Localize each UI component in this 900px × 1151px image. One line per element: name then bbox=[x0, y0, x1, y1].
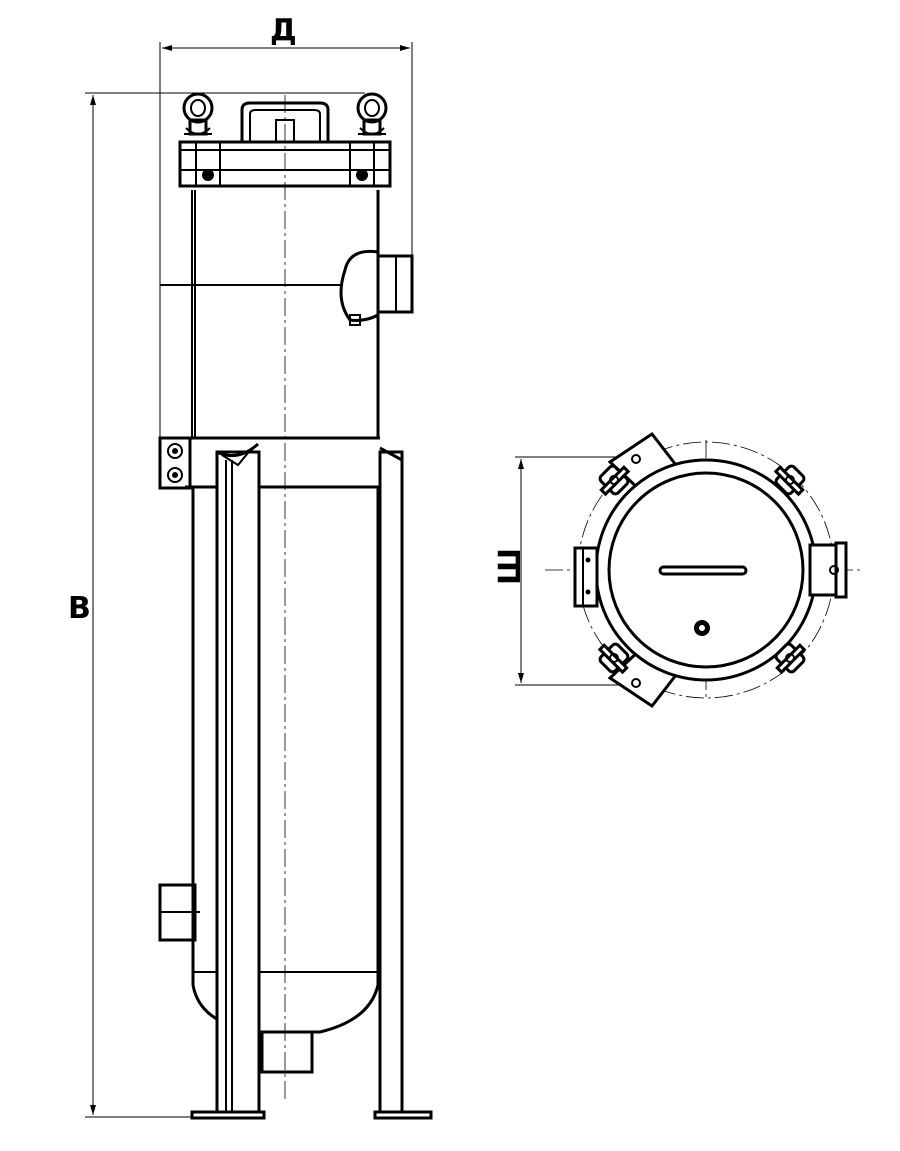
lid-plate bbox=[607, 471, 805, 669]
eye-bolt-right bbox=[356, 92, 388, 136]
swing-bolt-se bbox=[774, 642, 807, 675]
outlet-nozzle-top bbox=[808, 541, 848, 599]
support-leg-right bbox=[378, 446, 404, 1119]
dimension-height: В bbox=[68, 92, 365, 1118]
swing-bolt-nw bbox=[598, 464, 631, 497]
support-leg-left bbox=[215, 442, 261, 1119]
support-band bbox=[158, 436, 380, 490]
side-view: Д В bbox=[68, 13, 433, 1120]
dimension-height-label: В bbox=[68, 591, 91, 626]
dimension-length-label: Д bbox=[270, 13, 297, 48]
side-bracket bbox=[573, 546, 599, 608]
handle-slot bbox=[658, 565, 748, 576]
dimension-width-label: Ш bbox=[493, 548, 528, 585]
dimension-length: Д bbox=[159, 13, 413, 440]
inlet-nozzle bbox=[158, 883, 200, 942]
eye-bolt-left bbox=[182, 92, 214, 136]
top-view: Ш bbox=[493, 431, 860, 709]
foot-plates bbox=[190, 1110, 433, 1120]
outlet-nozzle bbox=[339, 249, 414, 326]
swing-bolt-ne bbox=[773, 464, 806, 497]
housing-upper bbox=[160, 190, 380, 438]
swing-bolt-sw bbox=[597, 642, 630, 675]
lid bbox=[178, 101, 392, 188]
